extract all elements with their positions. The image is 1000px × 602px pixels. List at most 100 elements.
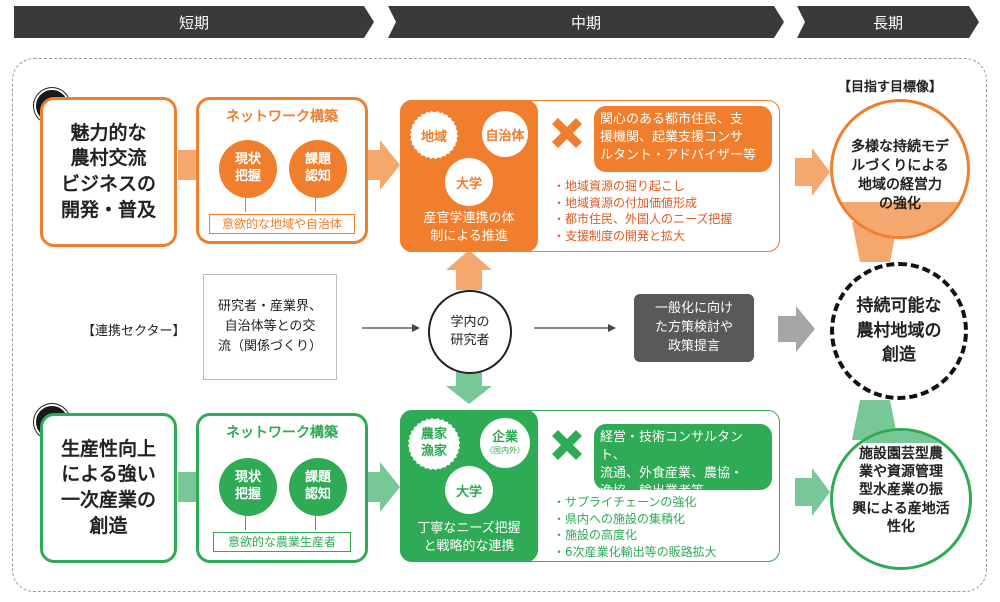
row1-circle-issue-l2: 認知 <box>304 169 331 184</box>
row1-bullet-1: ・地域資源の掘り起こし <box>553 179 686 193</box>
row1-cross-icon <box>548 114 586 152</box>
row2-network-note: 意欲的な農業生産者 <box>213 532 351 552</box>
row2-title-line3: 一次産業の <box>60 489 156 511</box>
arrow-r1-c <box>795 148 830 196</box>
row2-circle-issue-l2: 認知 <box>304 487 331 502</box>
phase-mid-label: 中期 <box>570 13 601 32</box>
hub-circle: 学内の研究者 <box>428 290 512 374</box>
phase-long-banner: 長期 <box>797 6 979 38</box>
phase-mid-banner: 中期 <box>388 6 784 38</box>
sector-box-l2: 自治体等との交 <box>224 319 316 334</box>
row2-circle-farmers: 農家漁家 <box>408 418 460 470</box>
arrow-r2-b <box>360 462 400 512</box>
row1-goal-l1: 多様な持続モデ <box>851 139 949 155</box>
outer-dashed-frame <box>12 58 987 592</box>
row2-partners-l1: 経営・技術コンサルタント、 <box>600 430 744 463</box>
row1-circle-region: 地域 <box>410 111 458 159</box>
row1-bullet-3: ・都市住民、外国人のニーズ把握 <box>553 212 733 226</box>
row2-title-box: 生産性向上 による強い 一次産業の 創造 <box>40 413 177 563</box>
row2-bullet-3: ・施設の高度化 <box>553 528 638 542</box>
row1-center-caption-l2: 制による推進 <box>430 228 508 244</box>
row1-circle-municipality: 自治体 <box>482 111 528 157</box>
row1-network-note: 意欲的な地域や自治体 <box>209 214 355 234</box>
row1-title-box: 魅力的な 農村交流 ビジネスの 開発・普及 <box>40 97 177 247</box>
row2-bullet-4: ・6次産業化輸出等の販路拡大 <box>553 544 717 559</box>
final-goal-l3: 創造 <box>882 345 916 366</box>
row2-center-caption-l2: と戦略的な連携 <box>423 538 515 554</box>
row2-center-caption: 丁寧なニーズ把握 と戦略的な連携 <box>403 520 535 555</box>
row1-center-caption-l1: 産官学連携の体 <box>423 211 515 226</box>
arrow-hub-down <box>446 370 492 404</box>
row2-bullet-2: ・県内への施設の集積化 <box>553 511 686 526</box>
row2-circle-company: 企業（国内外） <box>480 418 530 468</box>
sector-box: 研究者・産業界、 自治体等との交 流（関係づくり） <box>203 274 337 380</box>
row2-network-box: ネットワーク構築 現状把握 課題認知 意欲的な農業生産者 <box>196 413 368 563</box>
row2-goal-circle: 施設園芸型農 業や資源管理 型水産業の振 興による産地活 性化 <box>830 428 972 570</box>
row2-circle-issue: 課題認知 <box>289 458 347 516</box>
policy-l2: た方策検討や <box>654 320 733 335</box>
final-goal-l2: 農村地域の <box>856 320 942 341</box>
arrow-r1-b <box>360 140 400 190</box>
row1-goal-l3: 地域の経営力 <box>858 176 942 193</box>
row2-title-line4: 創造 <box>89 514 128 537</box>
row1-partners-l1: 関心のある都市住民、支 <box>600 112 744 127</box>
row1-partners-box: 関心のある都市住民、支 援機関、起業支援コンサ ルタント・アドバイザー等 <box>594 106 772 172</box>
row1-circle-status: 現状把握 <box>219 140 277 198</box>
row1-circle-status-l1: 現状 <box>234 152 261 168</box>
phase-short-label: 短期 <box>178 13 209 32</box>
row1-goal-l4: の強化 <box>879 195 921 212</box>
policy-l3: 政策提言 <box>667 339 720 354</box>
row2-company-l1: 企業 <box>491 430 518 446</box>
row2-title-line1: 生産性向上 <box>60 437 156 460</box>
arrow-hub-up <box>446 250 492 290</box>
row1-circle-university: 大学 <box>445 158 493 206</box>
row1-center-caption: 産官学連携の体 制による推進 <box>403 210 535 245</box>
row2-cross-icon <box>548 426 586 464</box>
policy-box: 一般化に向け た方策検討や 政策提言 <box>634 294 754 362</box>
row2-circle-status: 現状把握 <box>219 458 277 516</box>
row1-title-line3: ビジネスの <box>60 173 156 195</box>
arrow-r2-c <box>795 468 830 516</box>
row1-goal-circle: 多様な持続モデ ルづくりによる 地域の経営力 の強化 <box>830 99 970 239</box>
row2-bullets: ・サプライチェーンの強化 ・県内への施設の集積化 ・施設の高度化 ・6次産業化輸… <box>553 494 717 560</box>
row2-goal-l1: 施設園芸型農 <box>859 446 943 462</box>
row1-partners-l3: ルタント・アドバイザー等 <box>600 148 757 163</box>
row1-network-box: ネットワーク構築 現状把握 課題認知 意欲的な地域や自治体 <box>196 97 368 244</box>
sector-label: 【連携セクター】 <box>82 324 186 339</box>
final-goal-circle: 持続可能な 農村地域の 創造 <box>830 262 968 400</box>
row2-goal-l4: 興による産地活 <box>852 500 950 517</box>
policy-l1: 一般化に向け <box>654 301 733 316</box>
row1-bullets: ・地域資源の掘り起こし ・地域資源の付加価値形成 ・都市住民、外国人のニーズ把握… <box>553 178 732 244</box>
row2-partners-l2: 流通、外食産業、農協・ <box>600 466 744 481</box>
row2-goal-l2: 業や資源管理 <box>859 464 943 481</box>
row2-farmers-l2: 漁家 <box>420 444 447 459</box>
row2-goal-l3: 型水産業の振 <box>859 482 943 499</box>
final-goal-l1: 持続可能な <box>856 296 942 317</box>
row2-partners-box: 経営・技術コンサルタント、 流通、外食産業、農協・ 漁協、輸出業者等 <box>594 424 772 499</box>
row1-goal-l2: ルづくりによる <box>851 157 949 174</box>
row1-title-line4: 開発・普及 <box>60 198 156 221</box>
row1-bullet-4: ・支援制度の開発と拡大 <box>553 228 686 243</box>
row1-bullet-2: ・地域資源の付加価値形成 <box>553 195 698 210</box>
phase-long-label: 長期 <box>872 13 903 32</box>
row1-title-line2: 農村交流 <box>70 147 147 170</box>
row2-circle-university: 大学 <box>445 466 493 514</box>
hub-l2: 研究者 <box>450 333 490 348</box>
row1-title-line1: 魅力的な <box>70 121 147 144</box>
row2-farmers-l1: 農家 <box>420 427 447 443</box>
row2-goal-l5: 性化 <box>887 518 915 535</box>
row2-title-line2: による強い <box>61 463 156 486</box>
target-label: 【目指す目標像】 <box>838 80 943 95</box>
row1-circle-status-l2: 把握 <box>234 169 261 184</box>
sector-box-l3: 流（関係づくり） <box>217 339 322 354</box>
row1-circle-issue-l1: 課題 <box>304 152 331 168</box>
row1-network-title: ネットワーク構築 <box>226 109 338 125</box>
row1-partners-l2: 援機関、起業支援コンサ <box>600 130 744 145</box>
row2-partners-l3: 漁協、輸出業者等 <box>600 484 705 499</box>
row2-circle-issue-l1: 課題 <box>304 470 331 486</box>
row2-network-title: ネットワーク構築 <box>226 425 338 441</box>
row2-bullet-1: ・サプライチェーンの強化 <box>553 495 697 509</box>
row2-circle-status-l2: 把握 <box>234 487 261 502</box>
sector-box-l1: 研究者・産業界、 <box>217 299 322 314</box>
row2-circle-status-l1: 現状 <box>234 470 261 486</box>
